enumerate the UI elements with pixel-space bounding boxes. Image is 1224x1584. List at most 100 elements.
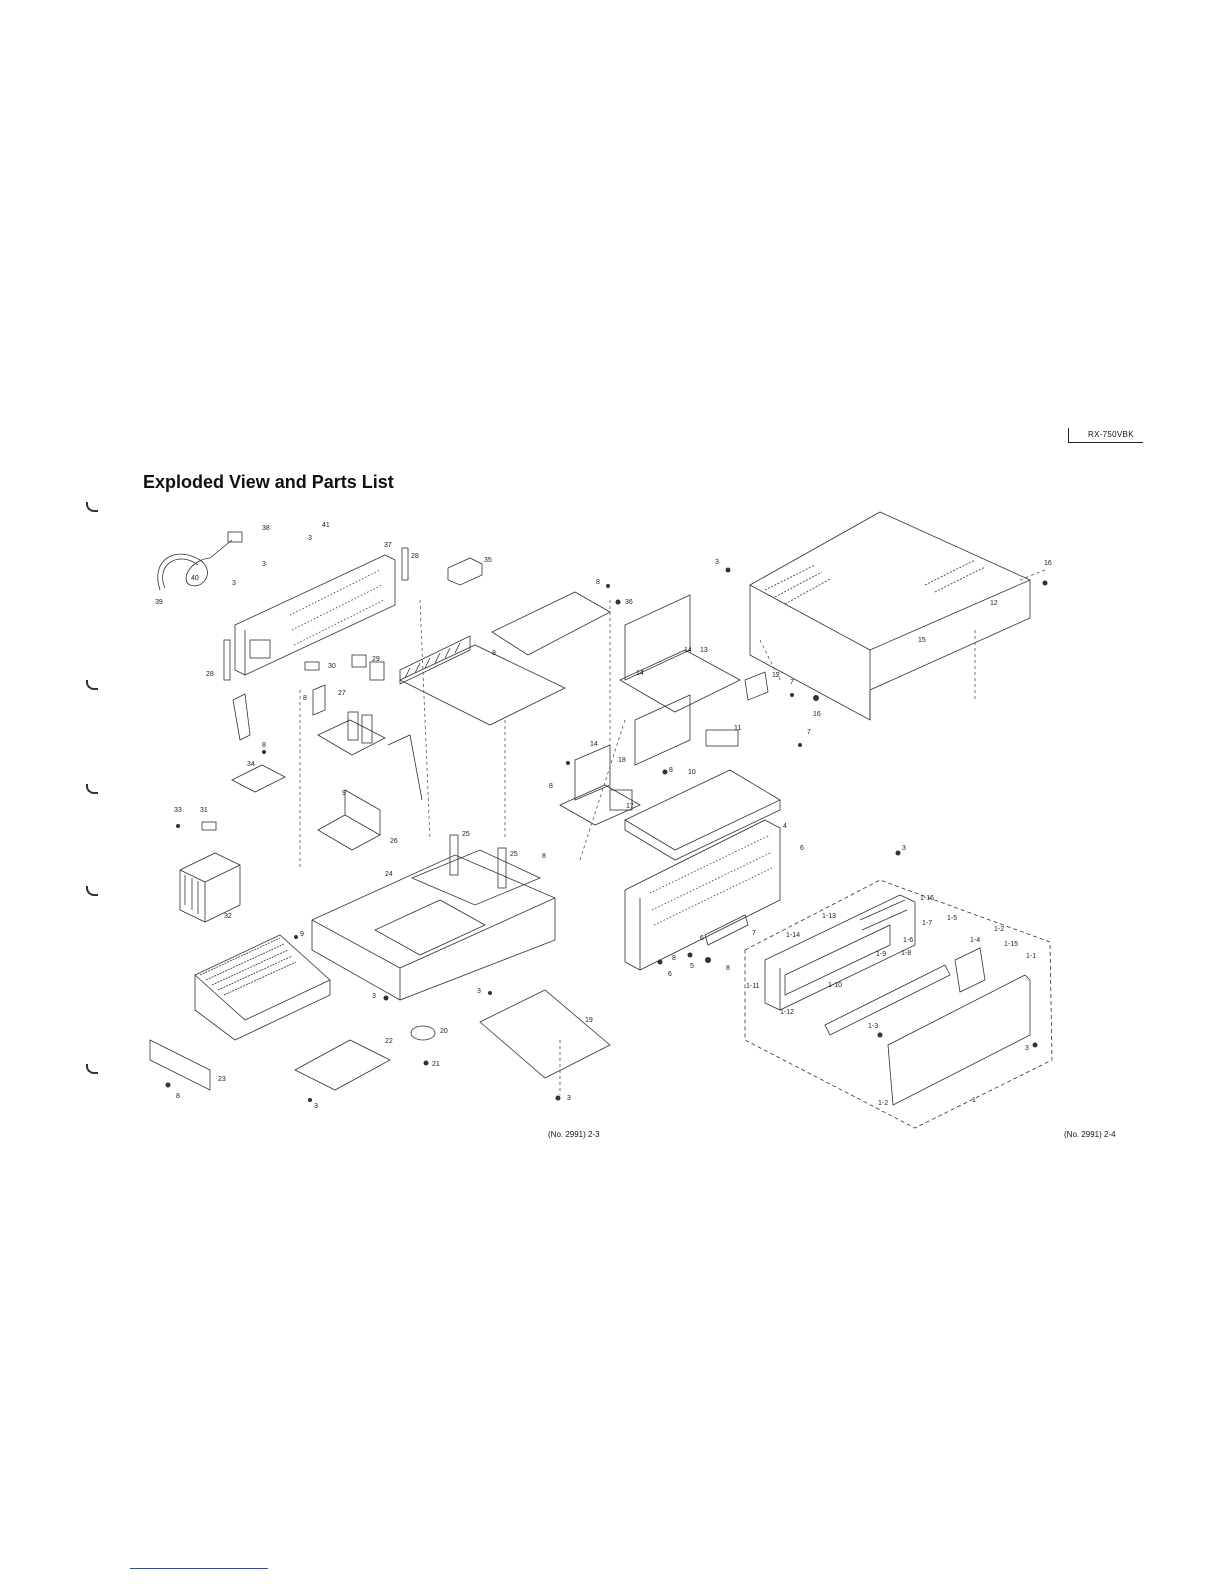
bracket-small xyxy=(387,734,423,801)
callout-20: 20 xyxy=(440,1028,448,1035)
main-chassis xyxy=(311,834,556,1001)
block-29b xyxy=(369,661,385,681)
screws xyxy=(165,567,1048,1102)
callout-11: 11 xyxy=(734,725,741,732)
front-assembly-boundary xyxy=(744,879,1053,1129)
callout-3: 3 xyxy=(314,1103,318,1110)
callout-3: 3 xyxy=(477,988,481,995)
page-title: Exploded View and Parts List xyxy=(143,472,394,492)
callout-22: 22 xyxy=(385,1038,393,1045)
callout-14: 14 xyxy=(636,670,644,677)
callout-28: 28 xyxy=(411,553,419,560)
binder-hole-mark xyxy=(86,502,98,512)
callout-40: 40 xyxy=(191,575,199,582)
panel-part-1-4 xyxy=(954,947,986,993)
callout-30: 30 xyxy=(328,663,336,670)
callout-3: 3 xyxy=(1025,1045,1029,1052)
callout-7: 7 xyxy=(752,930,756,937)
callout-1-16: 1-16 xyxy=(920,895,934,902)
callout-26: 26 xyxy=(390,838,398,845)
strip-28 xyxy=(401,547,409,581)
bracket-26 xyxy=(317,789,381,851)
callout-1-4: 1-4 xyxy=(970,937,980,944)
callout-17: 17 xyxy=(626,803,634,810)
rear-panel xyxy=(234,554,396,676)
callout-1-2: 1-2 xyxy=(878,1100,888,1107)
callout-25: 25 xyxy=(462,831,470,838)
page-number-right: (No. 2991) 2-4 xyxy=(1064,1130,1116,1139)
callout-14: 14 xyxy=(684,647,692,654)
callout-37: 37 xyxy=(384,542,392,549)
callout-3: 3 xyxy=(567,1095,571,1102)
callout-32: 32 xyxy=(224,913,232,920)
callout-8: 8 xyxy=(549,783,553,790)
callout-12: 12 xyxy=(772,672,780,679)
escutcheon xyxy=(887,974,1031,1106)
callout-16: 16 xyxy=(813,711,821,718)
callout-38: 38 xyxy=(262,525,270,532)
display-window xyxy=(824,964,951,1036)
foot-20 xyxy=(410,1025,436,1041)
tuner-board xyxy=(619,594,769,766)
callout-34: 34 xyxy=(247,761,255,768)
callout-36: 36 xyxy=(625,599,633,606)
callout-8: 8 xyxy=(672,955,676,962)
block-29 xyxy=(351,654,367,668)
callout-23: 23 xyxy=(218,1076,226,1083)
callout-3: 3 xyxy=(308,535,312,542)
callout-1-5: 1-5 xyxy=(947,915,957,922)
power-transformer xyxy=(179,821,241,923)
strip-28-left xyxy=(223,639,231,681)
callout-33: 33 xyxy=(174,807,182,814)
callout-8: 8 xyxy=(262,742,266,749)
knob-bar xyxy=(704,914,749,946)
callout-3: 3 xyxy=(715,559,719,566)
terminal-board xyxy=(399,635,566,726)
callout-3: 3 xyxy=(902,845,906,852)
top-cover xyxy=(749,511,1031,721)
bracket-35 xyxy=(447,557,483,586)
callout-12: 12 xyxy=(990,600,998,607)
binder-hole-mark xyxy=(86,886,98,896)
callout-15: 15 xyxy=(918,637,926,644)
callout-8: 8 xyxy=(303,695,307,702)
callout-27: 27 xyxy=(338,690,346,697)
callout-1-6: 1-6 xyxy=(903,937,913,944)
callout-21: 21 xyxy=(432,1061,440,1068)
callout-3: 3 xyxy=(262,561,266,568)
bracket-23 xyxy=(149,1039,211,1091)
clip xyxy=(232,693,251,741)
callout-1-9: 1-9 xyxy=(876,951,886,958)
binder-hole-mark xyxy=(86,784,98,794)
callout-8: 8 xyxy=(669,767,673,774)
callout-3: 3 xyxy=(232,580,236,587)
callout-1-8: 1-8 xyxy=(901,950,911,957)
heatsink-assembly xyxy=(194,934,331,1041)
callout-1-2: 1-2 xyxy=(994,926,1004,933)
callout-1-12: 1-12 xyxy=(780,1009,794,1016)
callout-1-15: 1-15 xyxy=(1004,941,1018,948)
block-30 xyxy=(304,661,320,671)
callout-1-3: 1-3 xyxy=(868,1023,878,1030)
main-board xyxy=(624,769,781,861)
callout-19: 19 xyxy=(585,1017,593,1024)
callout-8: 8 xyxy=(542,853,546,860)
leader-lines xyxy=(299,569,1046,1095)
model-number: RX-750VBK xyxy=(1088,430,1134,439)
shield-plate xyxy=(491,591,611,656)
callout-1-10: 1-10 xyxy=(828,982,842,989)
callout-3: 3 xyxy=(372,993,376,1000)
callout-8: 8 xyxy=(176,1093,180,1100)
callout-35: 35 xyxy=(484,557,492,564)
callout-5: 5 xyxy=(690,963,694,970)
callout-4: 4 xyxy=(783,823,787,830)
callout-7: 7 xyxy=(790,679,794,686)
callout-6: 6 xyxy=(700,935,704,942)
pcb-34 xyxy=(231,764,286,793)
callout-13: 13 xyxy=(700,647,708,654)
callout-28: 28 xyxy=(206,671,214,678)
bottom-cover-19 xyxy=(479,989,611,1079)
callout-31: 31 xyxy=(200,807,208,814)
callout-labels: 38 41 37 28 35 40 39 3 3 3 28 29 30 27 8… xyxy=(155,522,1052,1110)
